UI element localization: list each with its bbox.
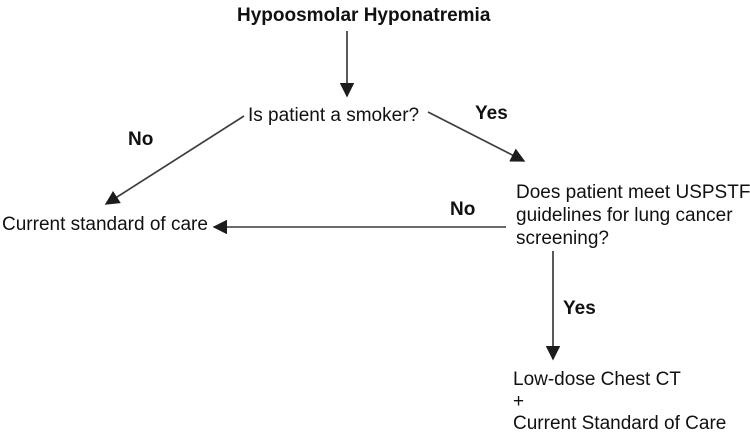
node-final-plan: Low-dose Chest CT + Current Standard of … bbox=[513, 369, 726, 435]
final-plan-line-3: Current Standard of Care bbox=[513, 413, 727, 434]
node-uspstf-question: Does patient meet USPSTF guidelines for … bbox=[516, 181, 750, 250]
edge-label-smoker-yes: Yes bbox=[475, 103, 508, 124]
final-plan-line-2: + bbox=[513, 391, 525, 412]
edge-label-uspstf-yes: Yes bbox=[563, 298, 596, 319]
edge-label-smoker-no: No bbox=[128, 129, 154, 150]
node-smoker-question: Is patient a smoker? bbox=[248, 105, 420, 126]
uspstf-line-2: guidelines for lung cancer bbox=[516, 205, 733, 226]
node-hypoosmolar-hyponatremia: Hypoosmolar Hyponatremia bbox=[237, 5, 491, 26]
arrow-smoker-yes-to-uspstf bbox=[427, 111, 526, 162]
uspstf-line-1: Does patient meet USPSTF bbox=[516, 182, 750, 203]
uspstf-line-3: screening? bbox=[516, 228, 609, 249]
final-plan-line-1: Low-dose Chest CT bbox=[513, 369, 681, 390]
edge-label-uspstf-no: No bbox=[450, 199, 476, 220]
node-current-standard-of-care: Current standard of care bbox=[2, 214, 208, 235]
arrow-smoker-no-to-standard bbox=[104, 115, 245, 205]
